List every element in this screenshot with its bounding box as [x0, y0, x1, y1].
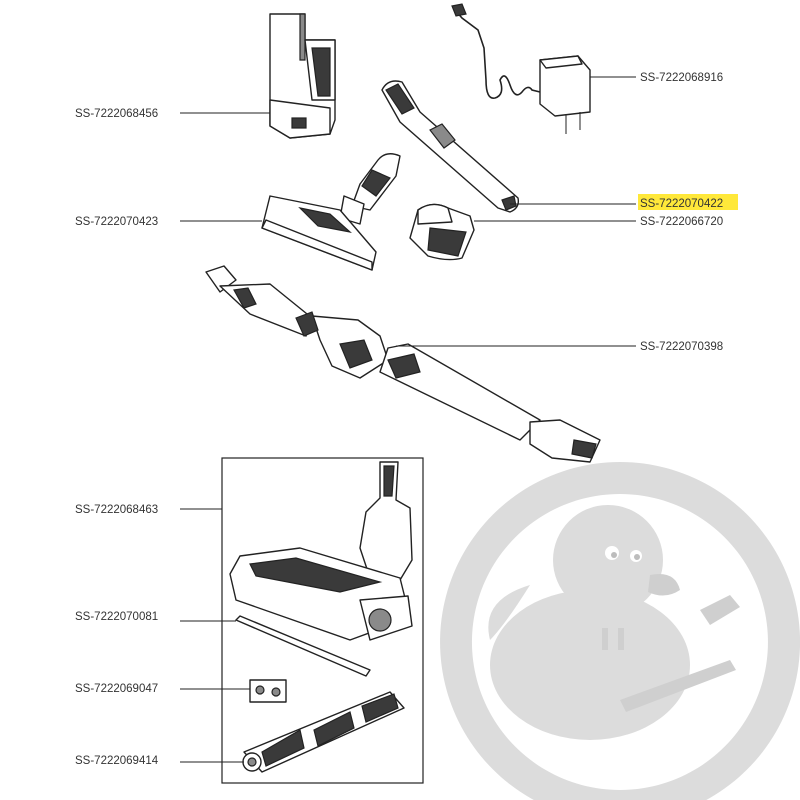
part-ref-crevice-tool[interactable]: SS-7222070422 — [640, 198, 723, 210]
part-ref-mini-turbo-brush[interactable]: SS-7222070423 — [75, 216, 158, 228]
watermark-duck-logo — [440, 462, 800, 800]
duck-mascot-icon — [488, 505, 740, 740]
leader-lines — [180, 76, 636, 763]
brush-roll-illustration — [242, 691, 405, 773]
part-ref-screws[interactable]: SS-7222069047 — [75, 683, 158, 695]
nozzle-strip-illustration — [235, 615, 371, 677]
dusting-brush-illustration — [409, 203, 475, 261]
mini-turbo-brush-illustration — [261, 153, 401, 271]
charger-illustration — [451, 3, 591, 134]
floor-nozzle-illustration — [229, 461, 413, 641]
part-ref-battery[interactable]: SS-7222068456 — [75, 108, 158, 120]
extension-tube-illustration — [205, 265, 601, 463]
crevice-tool-illustration — [381, 80, 520, 213]
part-highlight — [638, 194, 738, 210]
battery-illustration — [269, 13, 336, 139]
part-ref-nozzle-strip[interactable]: SS-7222070081 — [75, 611, 158, 623]
part-ref-extension-tube[interactable]: SS-7222070398 — [640, 341, 723, 353]
part-ref-brush-roll[interactable]: SS-7222069414 — [75, 755, 159, 767]
part-ref-floor-nozzle[interactable]: SS-7222068463 — [75, 504, 158, 516]
part-labels: SS-7222068456 SS-7222068916 SS-722207042… — [75, 72, 723, 767]
part-ref-charger[interactable]: SS-7222068916 — [640, 72, 723, 84]
part-ref-dusting-brush[interactable]: SS-7222066720 — [640, 216, 723, 228]
screws-illustration — [249, 679, 287, 703]
